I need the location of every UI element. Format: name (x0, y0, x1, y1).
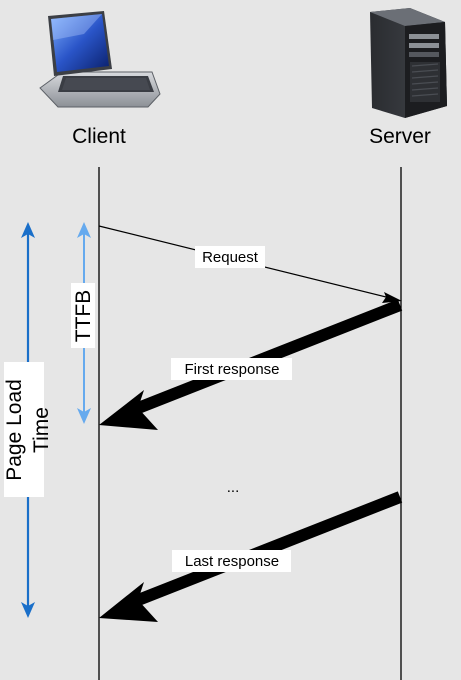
server-label: Server (369, 125, 431, 148)
ttfb-label-bg (71, 283, 95, 348)
last-response-label-bg (172, 550, 291, 572)
ellipsis-text: ... (227, 479, 240, 496)
client-label: Client (72, 125, 126, 148)
request-label: Request (202, 249, 259, 266)
ttfb-label: TTFB (72, 290, 95, 343)
server-tower-icon (370, 8, 447, 118)
page-load-label-bg (4, 362, 44, 497)
laptop-icon (39, 11, 161, 108)
first-response-label-bg (171, 358, 292, 380)
last-response-label: Last response (185, 553, 279, 570)
request-label-bg (195, 246, 265, 268)
page-load-label-line2: Time (30, 407, 53, 453)
page-load-label-line1: Page Load (3, 379, 26, 481)
first-response-label: First response (184, 361, 279, 378)
